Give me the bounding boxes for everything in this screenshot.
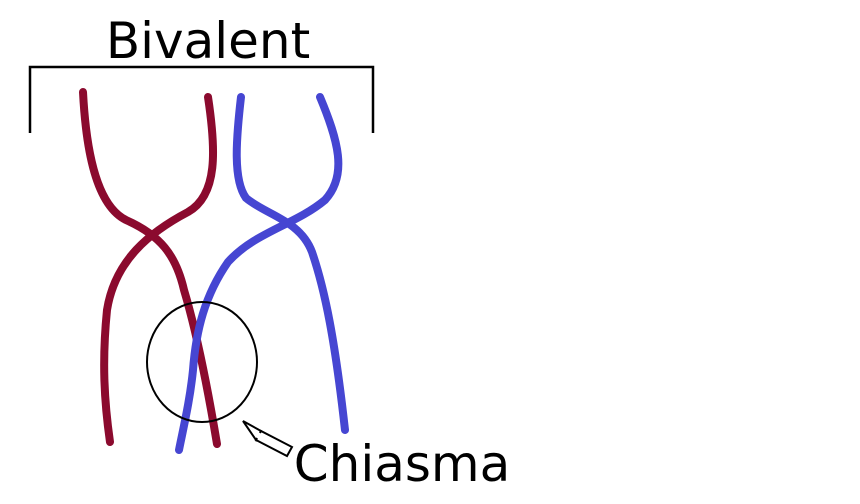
bivalent-label: Bivalent bbox=[106, 12, 310, 70]
bivalent-bracket bbox=[28, 65, 375, 133]
chiasma-arrow-shaft bbox=[254, 429, 294, 458]
maternal-chromosome-pair bbox=[79, 88, 221, 448]
chiasma-circle bbox=[146, 301, 258, 423]
chiasma-arrow-joint bbox=[255, 432, 262, 439]
chiasma-label: Chiasma bbox=[294, 435, 511, 493]
paternal-chromosome-pair bbox=[175, 93, 349, 454]
chiasma-arrow bbox=[242, 420, 294, 458]
paternal-chromatid-2 bbox=[175, 93, 343, 454]
maternal-chromatid-2 bbox=[100, 93, 218, 446]
maternal-chromatid-1 bbox=[79, 88, 221, 448]
paternal-chromatid-1 bbox=[232, 93, 349, 434]
